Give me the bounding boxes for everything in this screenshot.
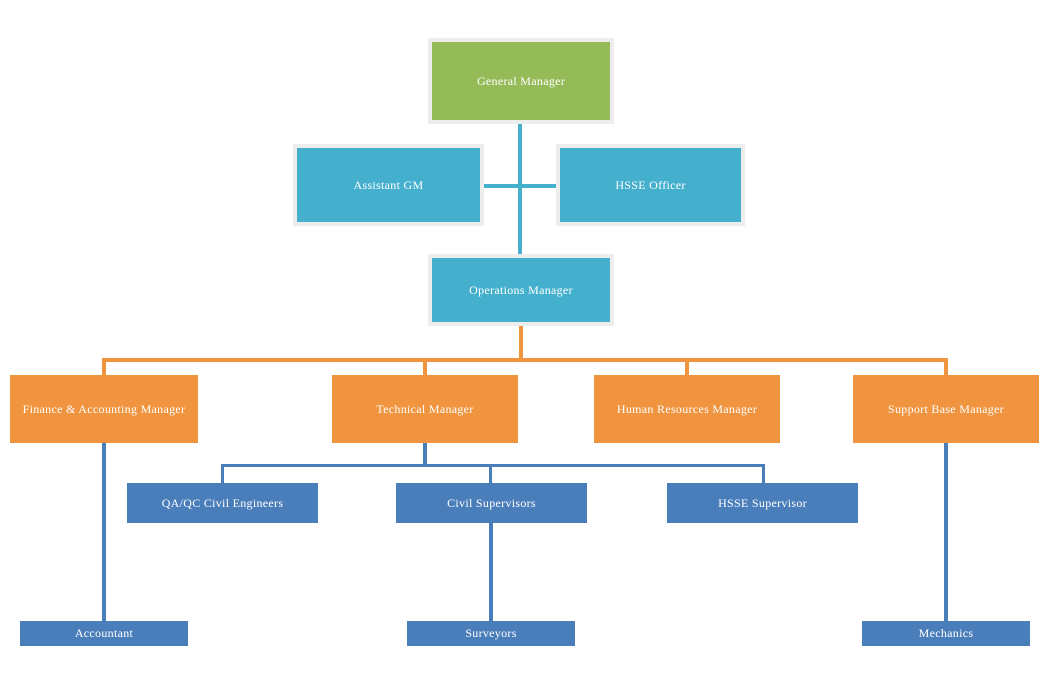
- node-hsse-officer[interactable]: HSSE Officer: [556, 144, 745, 226]
- node-label-operations-manager: Operations Manager: [469, 282, 573, 297]
- connector-bus-to-support-base: [944, 358, 948, 376]
- node-label-civil-supervisors: Civil Supervisors: [447, 495, 536, 510]
- node-qaqc-civil-engineers[interactable]: QA/QC Civil Engineers: [127, 483, 318, 523]
- node-surveyors[interactable]: Surveyors: [407, 621, 575, 646]
- node-hsse-supervisor[interactable]: HSSE Supervisor: [667, 483, 858, 523]
- node-label-support-base-manager: Support Base Manager: [888, 401, 1004, 416]
- node-label-general-manager: General Manager: [476, 73, 566, 88]
- connector-assistant-gm-to-trunk: [484, 184, 522, 188]
- node-human-resources-manager[interactable]: Human Resources Manager: [594, 375, 780, 443]
- connector-gm-to-operations: [518, 122, 522, 256]
- connector-bus-to-hr: [685, 358, 689, 376]
- connector-bus-to-civil-supervisors: [489, 464, 492, 483]
- node-general-manager[interactable]: General Manager: [428, 38, 614, 124]
- connector-hsse-officer-to-trunk: [518, 184, 556, 188]
- connector-finance-to-accountant: [102, 443, 106, 621]
- connector-bus-to-finance: [102, 358, 106, 376]
- node-finance-accounting-manager[interactable]: Finance & Accounting Manager: [10, 375, 198, 443]
- node-operations-manager[interactable]: Operations Manager: [428, 254, 614, 326]
- node-label-accountant: Accountant: [74, 626, 134, 640]
- connector-bus-to-qaqc: [221, 464, 224, 483]
- node-technical-manager[interactable]: Technical Manager: [332, 375, 518, 443]
- node-label-finance-accounting-manager: Finance & Accounting Manager: [22, 401, 186, 416]
- node-assistant-gm[interactable]: Assistant GM: [293, 144, 484, 226]
- node-civil-supervisors[interactable]: Civil Supervisors: [396, 483, 587, 523]
- node-label-hsse-officer: HSSE Officer: [615, 177, 686, 192]
- connector-technical-drop: [423, 443, 427, 467]
- node-label-technical-manager: Technical Manager: [376, 401, 474, 416]
- node-support-base-manager[interactable]: Support Base Manager: [853, 375, 1039, 443]
- node-label-human-resources-manager: Human Resources Manager: [616, 401, 758, 416]
- connector-operations-drop: [519, 326, 523, 362]
- node-label-hsse-supervisor: HSSE Supervisor: [718, 495, 807, 510]
- connector-manager-bus: [102, 358, 948, 362]
- connector-bus-to-technical: [423, 358, 427, 376]
- node-mechanics[interactable]: Mechanics: [862, 621, 1030, 646]
- node-label-assistant-gm: Assistant GM: [353, 177, 424, 192]
- connector-supervisor-bus: [221, 464, 765, 467]
- connector-bus-to-hsse-supervisor: [762, 464, 765, 483]
- node-label-surveyors: Surveyors: [465, 626, 517, 640]
- node-accountant[interactable]: Accountant: [20, 621, 188, 646]
- connector-civil-supervisors-to-surveyors: [489, 523, 493, 621]
- connector-support-base-to-mechanics: [944, 443, 948, 621]
- node-label-mechanics: Mechanics: [918, 626, 974, 640]
- node-label-qaqc-civil-engineers: QA/QC Civil Engineers: [161, 495, 284, 510]
